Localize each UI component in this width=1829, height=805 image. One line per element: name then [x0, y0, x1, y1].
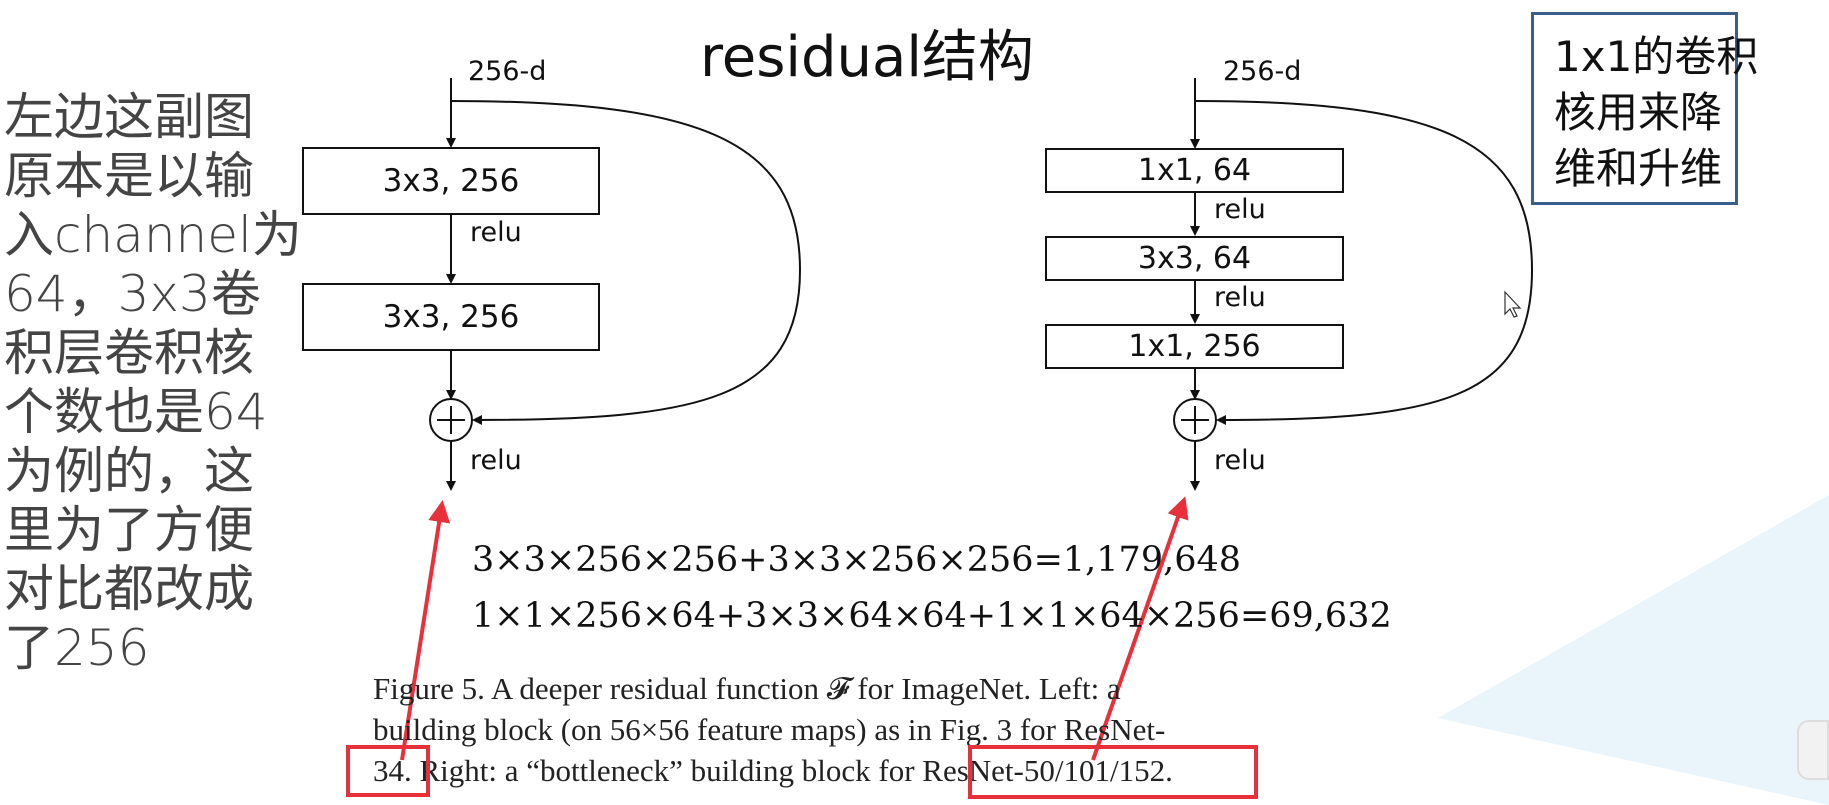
left-note-line: 入channel为 [4, 206, 302, 264]
highlight-resnet34 [346, 745, 430, 797]
right-layer-1: 1x1, 64 [1045, 148, 1344, 193]
formula-right-params: 1×1×256×64+3×3×64×64+1×1×64×256=69,632 [472, 596, 1392, 636]
decor-triangle [1438, 495, 1829, 805]
red-arrow-left [400, 500, 451, 761]
left-layer-1: 3x3, 256 [302, 147, 600, 215]
right-layer-3: 1x1, 256 [1045, 324, 1344, 369]
mouse-cursor-icon [1504, 290, 1522, 318]
left-layer-2: 3x3, 256 [302, 283, 600, 351]
figure-caption: Figure 5. A deeper residual function 𝓕 f… [373, 668, 1268, 791]
side-tab-handle[interactable] [1797, 720, 1829, 780]
left-relu-out: relu [470, 445, 522, 476]
left-relu-1: relu [470, 217, 522, 248]
left-note-line: 里为了方便 [4, 501, 254, 559]
right-note-line: 维和升维 [1554, 144, 1723, 193]
right-relu-1: relu [1214, 194, 1266, 225]
left-note-line: 积层卷积核 [4, 324, 254, 382]
right-input-label: 256-d [1223, 56, 1302, 87]
right-note-line: 核用来降 [1554, 88, 1723, 137]
left-input-label: 256-d [468, 56, 547, 87]
right-skip-connection [1194, 100, 1534, 425]
left-skip-connection [450, 100, 802, 425]
right-relu-out: relu [1214, 445, 1266, 476]
slide-title: residual结构 [700, 25, 1034, 90]
right-relu-2: relu [1214, 282, 1266, 313]
left-note-line: 左边这副图 [4, 88, 254, 146]
left-note-line: 原本是以输 [4, 147, 254, 205]
right-layer-2: 3x3, 64 [1045, 236, 1344, 281]
left-note: 左边这副图 原本是以输 入channel为 64，3x3卷 积层卷积核 个数也是… [4, 88, 324, 678]
left-note-line: 对比都改成 [4, 560, 254, 618]
caption-line: 34. Right: a “bottleneck” building block… [373, 753, 1173, 788]
left-note-line: 64，3x3卷 [4, 265, 261, 323]
red-arrow-right [1091, 496, 1189, 761]
highlight-resnet50-101-152 [968, 745, 1258, 799]
left-note-line: 个数也是64 [4, 383, 268, 441]
formula-left-params: 3×3×256×256+3×3×256×256=1,179,648 [472, 540, 1242, 580]
right-note-box: 1x1的卷积 核用来降 维和升维 [1531, 12, 1759, 205]
right-note-line: 1x1的卷积 [1554, 32, 1759, 81]
left-note-line: 为例的，这 [4, 442, 254, 500]
left-note-line: 了256 [4, 619, 150, 677]
caption-line: building block (on 56×56 feature maps) a… [373, 712, 1166, 747]
caption-line: Figure 5. A deeper residual function 𝓕 f… [373, 671, 1121, 706]
